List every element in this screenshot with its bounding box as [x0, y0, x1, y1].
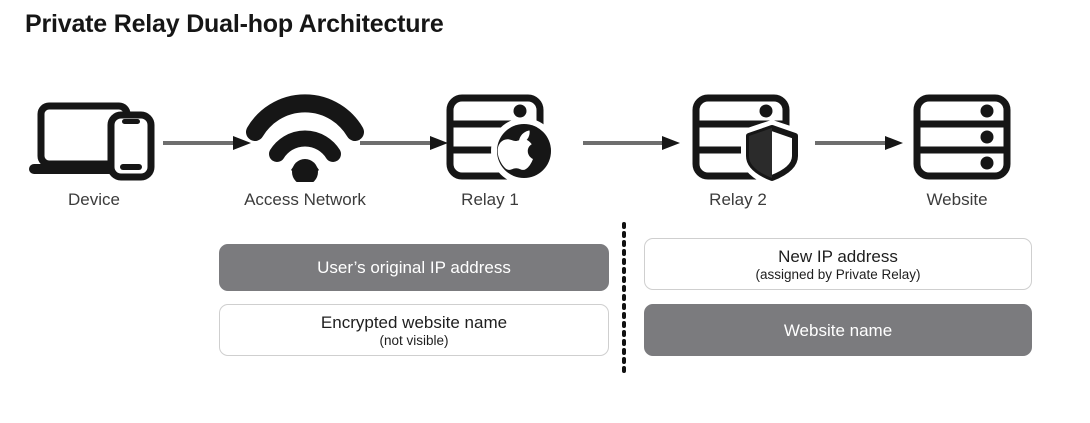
laptop-phone-icon: [14, 88, 174, 188]
node-relay-2: Relay 2: [658, 88, 818, 233]
node-access-network: Access Network: [225, 88, 385, 233]
arrow-relay-1-to-relay-2: [583, 135, 680, 151]
wifi-icon: [225, 88, 385, 188]
arrow-access-network-to-relay-1: [360, 135, 448, 151]
info-box-subtitle: (not visible): [379, 332, 449, 348]
arrow-device-to-access-network: [163, 135, 251, 151]
info-box-title: Website name: [783, 320, 893, 340]
node-label-website: Website: [926, 190, 988, 209]
node-label-relay-2: Relay 2: [709, 190, 767, 209]
server-shield-icon: [658, 88, 818, 188]
node-relay-1: Relay 1: [410, 88, 570, 233]
server-icon: [877, 88, 1037, 188]
info-box-title: Encrypted website name: [320, 312, 508, 332]
node-label-relay-1: Relay 1: [461, 190, 519, 209]
info-box-encrypted-website-name: Encrypted website name (not visible): [219, 304, 609, 356]
vertical-dotted-divider: [622, 222, 626, 376]
info-box-title: User’s original IP address: [317, 258, 511, 277]
arrow-relay-2-to-website: [815, 135, 903, 151]
node-device: Device: [14, 88, 174, 233]
node-label-access-network: Access Network: [244, 190, 366, 209]
info-box-title: New IP address: [778, 246, 898, 266]
info-box-new-ip-address: New IP address (assigned by Private Rela…: [644, 238, 1032, 290]
node-website: Website: [877, 88, 1037, 233]
server-apple-icon: [410, 88, 570, 188]
info-box-subtitle: (assigned by Private Relay): [755, 266, 921, 282]
info-box-website-name: Website name: [644, 304, 1032, 356]
page-title: Private Relay Dual-hop Architecture: [25, 10, 444, 38]
info-box-user-original-ip: User’s original IP address: [219, 244, 609, 291]
node-label-device: Device: [68, 190, 120, 209]
